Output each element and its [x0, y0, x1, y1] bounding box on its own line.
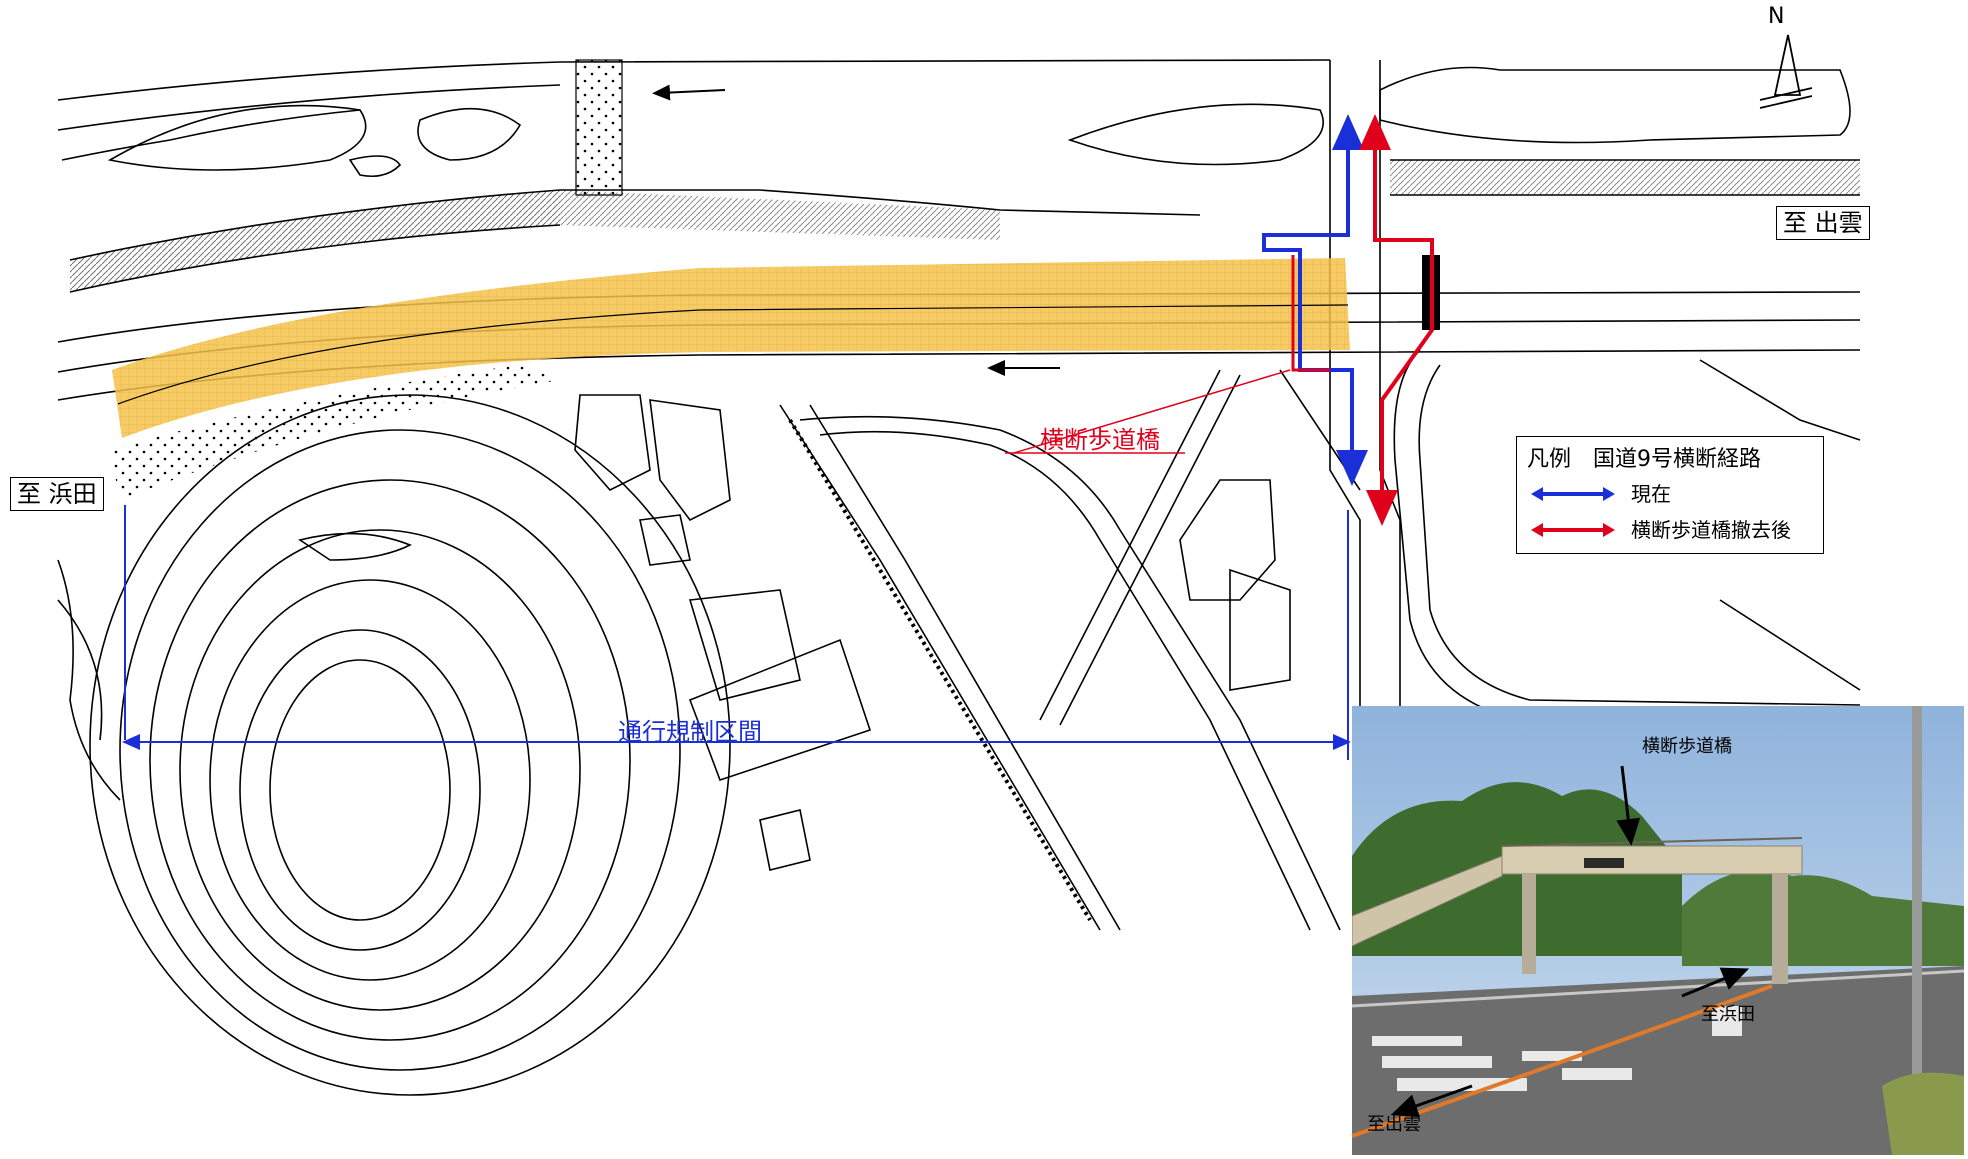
embankment-hatch-left: [70, 190, 560, 292]
legend-item-after-removal: 横断歩道橋撤去後: [1531, 515, 1821, 545]
red-double-arrow-icon: [1531, 523, 1615, 537]
after-removal-route: [1359, 114, 1434, 526]
blue-double-arrow-icon: [1531, 487, 1615, 501]
photo-to-hamada-label: 至浜田: [1701, 1004, 1755, 1025]
north-label: N: [1768, 4, 1785, 29]
embankment-hatch-center: [560, 190, 1000, 240]
bridge-pier-hatch: [575, 59, 623, 196]
map-legend: 凡例 国道9号横断経路 現在 横断歩道橋撤去後: [1516, 436, 1824, 554]
legend-title: 凡例 国道9号横断経路: [1527, 447, 1761, 472]
embankment-hatch-right: [1390, 160, 1860, 195]
destination-west-label: 至 浜田: [10, 477, 104, 511]
restricted-section-label: 通行規制区間: [618, 718, 762, 746]
flow-arrow-river: [652, 84, 726, 101]
north-arrow-icon: [1759, 34, 1813, 109]
legend-item-current: 現在: [1531, 479, 1821, 509]
legend-label-after-removal: 横断歩道橋撤去後: [1631, 518, 1791, 542]
current-route: [1262, 114, 1368, 486]
destination-east-label: 至 出雲: [1776, 206, 1870, 240]
photo-to-izumo-label: 至出雲: [1367, 1114, 1421, 1135]
dotted-slope: [110, 365, 560, 500]
site-photo: 横断歩道橋 至浜田 至出雲: [1351, 706, 1965, 1155]
bridge-leader-line: [1013, 369, 1291, 454]
legend-label-current: 現在: [1631, 482, 1671, 506]
bridge-label: 横断歩道橋: [1040, 426, 1160, 454]
rail-track: [788, 418, 1092, 922]
photo-bridge-label: 横断歩道橋: [1642, 736, 1732, 757]
